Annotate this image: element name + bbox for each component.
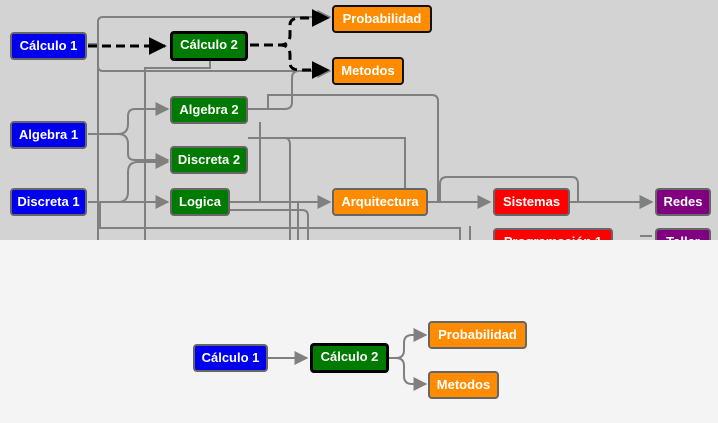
detail-node-calculo-1[interactable]: Cálculo 1 (193, 344, 268, 372)
detail-node-calculo-2[interactable]: Cálculo 2 (310, 343, 389, 373)
node-redes[interactable]: Redes (655, 188, 711, 216)
node-algebra-1[interactable]: Algebra 1 (10, 121, 87, 149)
edge-algebra2-right (248, 94, 439, 202)
node-arquitectura[interactable]: Arquitectura (332, 188, 428, 216)
node-discreta-1[interactable]: Discreta 1 (10, 188, 87, 216)
detail-subgraph: Cálculo 1 Cálculo 2 Probabilidad Metodos (0, 240, 718, 423)
edge-line-b (262, 137, 406, 202)
highlight-edge-calc2-probabilidad (250, 9, 330, 47)
node-calculo-1[interactable]: Cálculo 1 (10, 32, 87, 60)
edge-discreta1-discreta2 (88, 155, 170, 203)
detail-node-probabilidad[interactable]: Probabilidad (428, 321, 527, 349)
node-discreta-2[interactable]: Discreta 2 (170, 146, 248, 174)
edge-algebra1-algebra2 (88, 102, 170, 135)
detail-edges (268, 328, 428, 391)
edge-calc1-probabilidad (88, 10, 332, 45)
detail-node-metodos[interactable]: Metodos (428, 371, 499, 399)
node-probabilidad[interactable]: Probabilidad (332, 5, 432, 33)
edge-arquitectura-up (439, 176, 654, 209)
edge-algebra2-arquitectura (259, 122, 332, 209)
detail-edge-calc2-metodos (389, 357, 428, 391)
full-course-graph: Cálculo 1 Cálculo 2 Probabilidad Metodos… (0, 0, 718, 240)
node-algebra-2[interactable]: Algebra 2 (170, 96, 248, 124)
node-calculo-2[interactable]: Cálculo 2 (170, 31, 248, 61)
node-taller[interactable]: Taller (655, 228, 711, 240)
edge-discreta1-down (99, 202, 461, 240)
edge-calc2-arquitectura (144, 58, 211, 240)
edge-line-a (248, 137, 291, 240)
edge-logica-arquitectura (230, 209, 309, 240)
edge-algebra1-discreta2 (88, 133, 170, 167)
graph-edges (88, 9, 654, 240)
detail-edge-calc2-probabilidad (389, 328, 428, 359)
node-programacion-1[interactable]: Programación 1 (493, 228, 613, 240)
highlight-edge-calc2-metodos (250, 43, 330, 79)
node-sistemas[interactable]: Sistemas (493, 188, 570, 216)
node-logica[interactable]: Logica (170, 188, 230, 216)
edge-algebra2-metodos (248, 70, 300, 110)
node-metodos[interactable]: Metodos (332, 57, 404, 85)
edge-logica-down (230, 201, 299, 240)
